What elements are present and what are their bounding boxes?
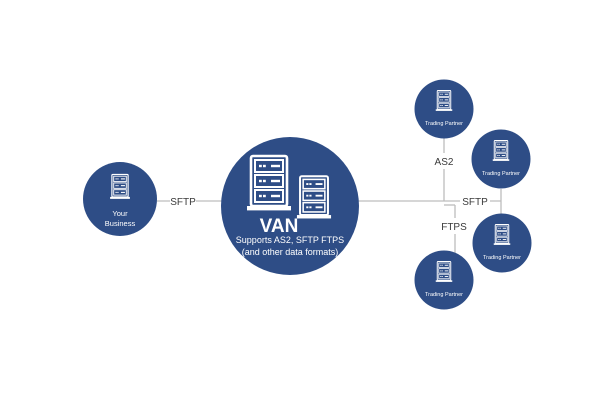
van-line1: Supports AS2, SFTP FTPS	[236, 235, 344, 245]
as2-label: AS2	[435, 157, 454, 168]
node-van: VAN Supports AS2, SFTP FTPS (and other d…	[221, 137, 359, 275]
edge-label-as2: AS2	[432, 153, 456, 169]
trading-partner-label: Trading Partner	[425, 292, 463, 298]
edge-label-ftps: FTPS	[440, 218, 468, 234]
edge-label-sftp-business: SFTP	[170, 193, 196, 209]
your-business-line1: Your	[112, 209, 128, 218]
node-your-business: Your Business	[83, 162, 157, 236]
sftp-label: SFTP	[170, 197, 196, 208]
node-trading-partner-4: Trading Partner	[414, 250, 474, 310]
sftp-partners-label: SFTP	[462, 197, 488, 208]
ftps-label: FTPS	[441, 222, 467, 233]
edge-label-sftp-partners: SFTP	[460, 194, 490, 208]
node-trading-partner-1: Trading Partner	[414, 79, 474, 139]
your-business-line2: Business	[105, 219, 136, 228]
van-title: VAN	[260, 216, 299, 237]
trading-partner-label: Trading Partner	[425, 121, 463, 127]
trading-partner-label: Trading Partner	[483, 255, 521, 261]
node-trading-partner-2: Trading Partner	[471, 129, 531, 189]
node-trading-partner-3: Trading Partner	[472, 213, 532, 273]
van-line2: (and other data formats)	[242, 247, 339, 257]
trading-partner-label: Trading Partner	[482, 171, 520, 177]
